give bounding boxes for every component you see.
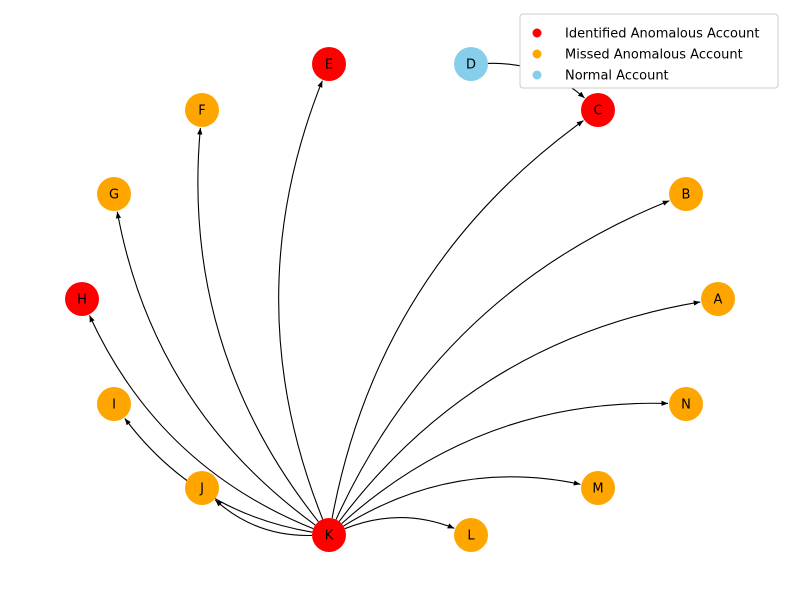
edge-k-to-b xyxy=(335,200,670,520)
legend-item-identified: Identified Anomalous Account xyxy=(532,27,760,42)
node-g: G xyxy=(97,177,131,211)
node-circle-n xyxy=(669,387,703,421)
node-circle-f xyxy=(185,93,219,127)
legend-item-normal: Normal Account xyxy=(532,69,669,84)
node-label-l: L xyxy=(467,529,475,544)
legend-label-missed: Missed Anomalous Account xyxy=(565,48,743,63)
edge-k-to-g xyxy=(115,211,316,526)
node-circle-g xyxy=(97,177,131,211)
legend-marker-identified xyxy=(532,28,542,38)
node-circle-k xyxy=(312,518,346,552)
edge-k-to-a xyxy=(338,300,701,522)
edges-layer xyxy=(88,62,701,536)
legend-label-normal: Normal Account xyxy=(565,69,669,84)
node-label-e: E xyxy=(325,58,333,73)
legend-box xyxy=(519,13,779,89)
edge-k-to-h xyxy=(88,315,314,530)
node-b: B xyxy=(669,177,703,211)
node-circle-i xyxy=(97,387,131,421)
node-i: I xyxy=(97,387,131,421)
node-l: L xyxy=(454,518,488,552)
node-c: C xyxy=(581,93,615,127)
node-d: D xyxy=(454,47,488,81)
node-label-a: A xyxy=(714,293,723,308)
nodes-layer: A B C D E F G H I J K L M N xyxy=(65,47,735,552)
edge-k-to-l xyxy=(344,517,455,530)
node-label-f: F xyxy=(198,104,205,119)
node-circle-b xyxy=(669,177,703,211)
node-label-g: G xyxy=(109,188,119,203)
node-circle-j xyxy=(185,471,219,505)
node-label-d: D xyxy=(466,58,476,73)
node-e: E xyxy=(312,47,346,81)
node-circle-h xyxy=(65,282,99,316)
edge-k-to-m xyxy=(343,476,581,527)
node-n: N xyxy=(669,387,703,421)
node-circle-l xyxy=(454,518,488,552)
node-h: H xyxy=(65,282,99,316)
edge-k-to-c xyxy=(331,120,584,519)
node-label-b: B xyxy=(682,188,691,203)
edge-k-to-n xyxy=(341,400,669,525)
legend-label-identified: Identified Anomalous Account xyxy=(565,27,760,42)
legend-item-missed: Missed Anomalous Account xyxy=(532,48,743,63)
node-label-h: H xyxy=(77,293,87,308)
node-m: M xyxy=(581,471,615,505)
node-circle-e xyxy=(312,47,346,81)
node-label-m: M xyxy=(592,482,603,497)
node-circle-d xyxy=(454,47,488,81)
node-circle-c xyxy=(581,93,615,127)
node-label-k: K xyxy=(325,529,334,544)
legend-marker-normal xyxy=(532,70,542,80)
node-circle-a xyxy=(701,282,735,316)
node-j: J xyxy=(185,471,219,505)
node-circle-m xyxy=(581,471,615,505)
node-label-i: I xyxy=(112,398,116,413)
node-label-j: J xyxy=(199,482,204,497)
legend: Identified Anomalous Account Missed Anom… xyxy=(519,13,779,89)
node-a: A xyxy=(701,282,735,316)
edge-k-to-f xyxy=(197,127,319,523)
edge-k-to-j xyxy=(214,499,313,536)
node-label-n: N xyxy=(681,398,691,413)
node-k: K xyxy=(312,518,346,552)
legend-marker-missed xyxy=(532,49,542,59)
node-f: F xyxy=(185,93,219,127)
node-label-c: C xyxy=(593,104,602,119)
edge-k-to-e xyxy=(278,80,324,520)
